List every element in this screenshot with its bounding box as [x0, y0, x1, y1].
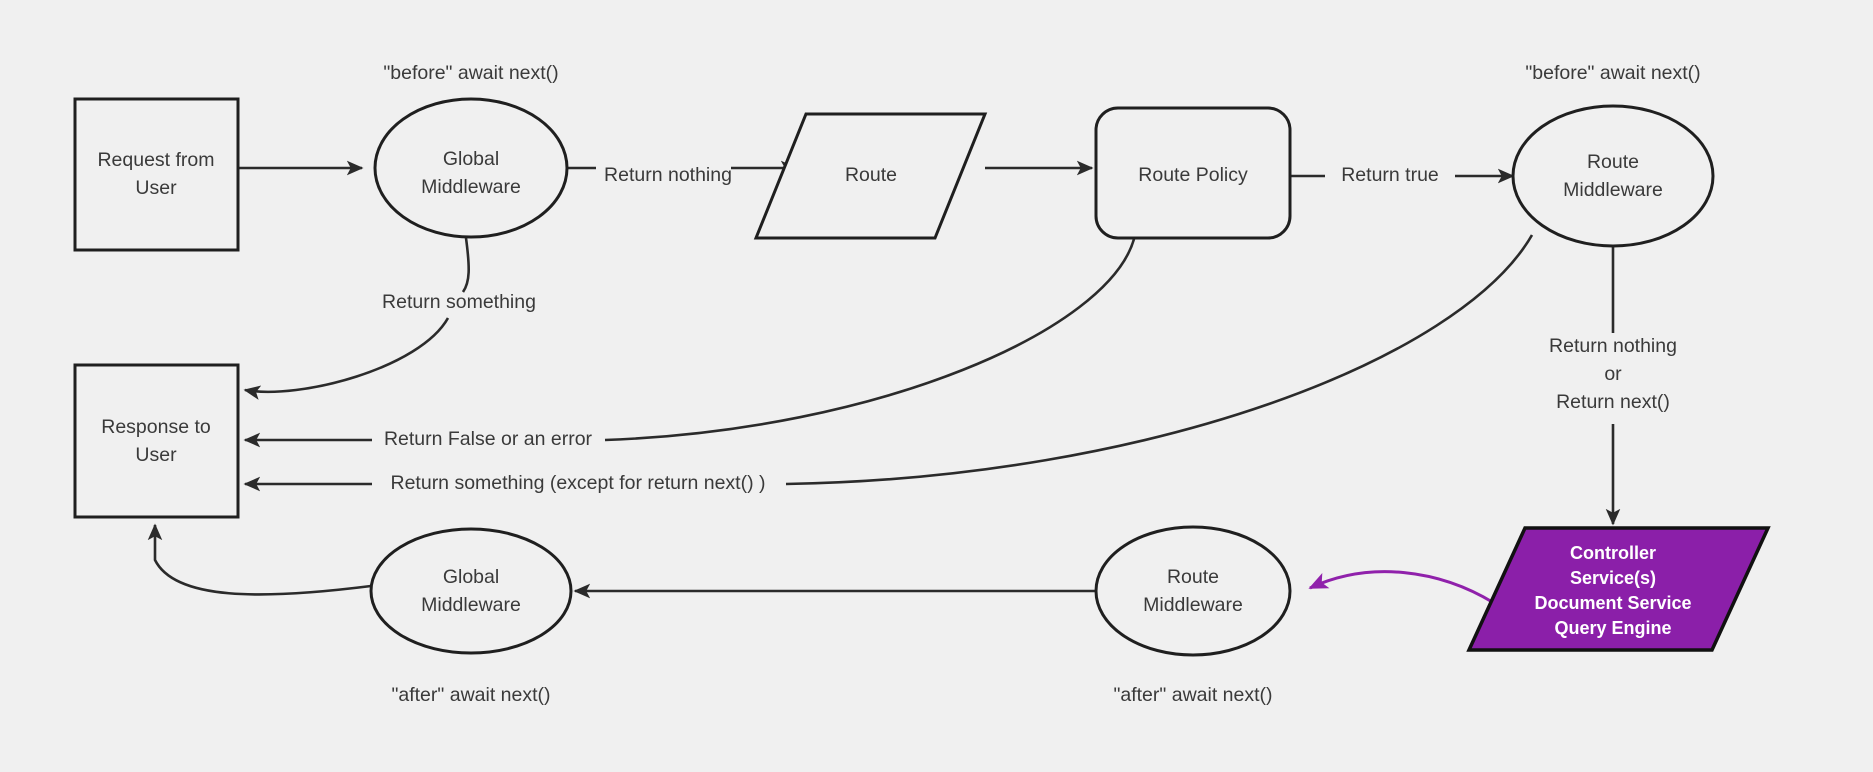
global-middleware-before-label-line1: Global [443, 148, 499, 170]
route-policy-label: Route Policy [1138, 164, 1248, 186]
route-middleware-before-label-line2: Middleware [1563, 179, 1663, 201]
route-policy-shape [1094, 106, 1292, 240]
node-route-middleware-after[interactable]: Route Middleware [1094, 525, 1292, 657]
global-middleware-before-label-line2: Middleware [421, 176, 521, 198]
route-middleware-after-shape [1094, 525, 1292, 657]
node-route-middleware-before[interactable]: Route Middleware [1511, 104, 1715, 248]
annotation-before-route-middleware: "before" await next() [1525, 62, 1700, 84]
edge-global-middleware-to-response-curve [243, 317, 450, 400]
node-controller-services[interactable]: Controller Service(s) Document Service Q… [1466, 526, 1771, 652]
edge-label-return-nothing: Return nothing [604, 164, 732, 186]
controller-services-label-line3: Document Service [1534, 593, 1691, 613]
edge-label-return-nothing-or-next-line3: Return next() [1556, 391, 1670, 413]
route-middleware-after-label-line2: Middleware [1143, 594, 1243, 616]
controller-services-label-line1: Controller [1570, 543, 1656, 563]
node-request-from-user[interactable]: Request from User [73, 97, 240, 252]
global-middleware-after-label-line1: Global [443, 566, 499, 588]
request-from-user-label-line1: Request from [97, 149, 214, 171]
edge-label-return-something: Return something [382, 291, 536, 313]
edge-label-return-false-or-error: Return False or an error [384, 428, 593, 450]
edge-label-return-something-except-next: Return something (except for return next… [391, 472, 766, 494]
response-to-user-label-line2: User [135, 444, 177, 466]
request-from-user-label-line2: User [135, 177, 177, 199]
controller-services-label-line2: Service(s) [1570, 568, 1656, 588]
node-response-to-user[interactable]: Response to User [73, 363, 240, 519]
response-to-user-shape [73, 363, 240, 519]
global-middleware-after-label-line2: Middleware [421, 594, 521, 616]
edge-label-return-nothing-or-next-line1: Return nothing [1549, 335, 1677, 357]
global-middleware-after-shape [369, 527, 573, 655]
edge-label-return-nothing-or-next-line2: or [1604, 363, 1622, 385]
edge-global-middleware-after-to-response [147, 523, 372, 596]
edge-route-middleware-to-response-curve [785, 234, 1534, 486]
edge-global-middleware-to-response [461, 237, 470, 293]
controller-services-shape [1466, 526, 1771, 652]
route-middleware-after-label-line1: Route [1167, 566, 1219, 588]
route-middleware-before-label-line1: Route [1587, 151, 1639, 173]
request-from-user-shape [73, 97, 240, 252]
edge-label-return-true: Return true [1341, 164, 1439, 186]
route-middleware-before-shape [1511, 104, 1715, 248]
global-middleware-before-shape [373, 97, 569, 239]
edge-controller-to-route-middleware-after [1308, 570, 1495, 605]
node-global-middleware-after[interactable]: Global Middleware [369, 527, 573, 655]
annotation-before-global-middleware: "before" await next() [383, 62, 558, 84]
controller-services-label-line4: Query Engine [1554, 618, 1671, 638]
route-shape [753, 112, 988, 240]
node-route[interactable]: Route [753, 112, 988, 240]
edge-route-policy-to-response-curve [604, 238, 1136, 442]
response-to-user-label-line1: Response to [101, 416, 211, 438]
node-route-policy[interactable]: Route Policy [1094, 106, 1292, 240]
annotation-after-route-middleware: "after" await next() [1113, 684, 1272, 706]
route-label: Route [845, 164, 897, 186]
annotation-after-global-middleware: "after" await next() [391, 684, 550, 706]
node-global-middleware-before[interactable]: Global Middleware [373, 97, 569, 239]
